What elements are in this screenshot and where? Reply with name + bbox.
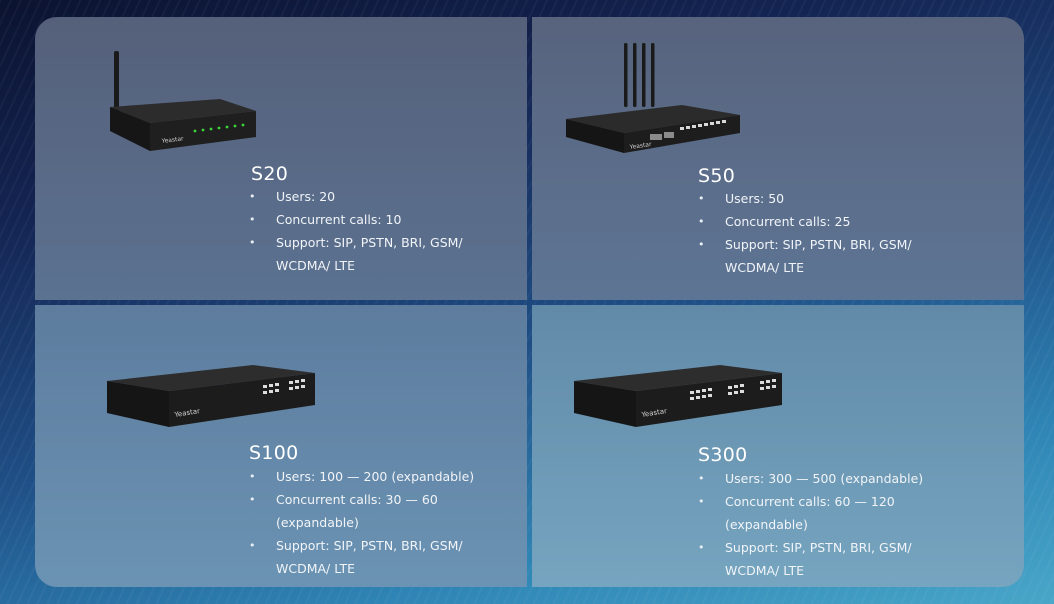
spec-item: Support: SIP, PSTN, BRI, GSM/ bbox=[698, 536, 923, 559]
s20-device-image: Yeastar bbox=[110, 51, 256, 151]
s300-device-image: Yeastar bbox=[574, 365, 782, 427]
spec-list: Users: 50 Concurrent calls: 25 Support: … bbox=[698, 187, 912, 279]
s50-device-image: Yeastar bbox=[566, 43, 740, 153]
product-grid: Yeastar S20 Users: 20 Concurrent calls: … bbox=[35, 17, 1024, 587]
spec-item: Support: SIP, PSTN, BRI, GSM/ bbox=[249, 231, 463, 254]
spec-item-continuation: WCDMA/ LTE bbox=[725, 563, 805, 578]
product-title: S50 bbox=[698, 165, 736, 187]
product-title: S100 bbox=[249, 442, 299, 464]
product-card-s100: Yeastar S100 Users: 100 — 200 (expandabl… bbox=[35, 305, 527, 587]
spec-item: Concurrent calls: 60 — 120 bbox=[698, 490, 923, 513]
spec-item-continuation: WCDMA/ LTE bbox=[725, 260, 805, 275]
spec-item: Users: 50 bbox=[698, 187, 912, 210]
s100-device-image: Yeastar bbox=[107, 365, 315, 427]
spec-item: Support: SIP, PSTN, BRI, GSM/ bbox=[249, 534, 474, 557]
product-card-s20: Yeastar S20 Users: 20 Concurrent calls: … bbox=[35, 17, 527, 300]
spec-item: Concurrent calls: 10 bbox=[249, 208, 463, 231]
spec-item-continuation: (expandable) bbox=[725, 517, 808, 532]
spec-item: Concurrent calls: 30 — 60 bbox=[249, 488, 474, 511]
spec-item-continuation: WCDMA/ LTE bbox=[276, 258, 356, 273]
spec-item: Users: 300 — 500 (expandable) bbox=[698, 467, 923, 490]
s50-brand-logo: Yeastar bbox=[628, 141, 652, 151]
spec-item: Concurrent calls: 25 bbox=[698, 210, 912, 233]
s20-brand-logo: Yeastar bbox=[160, 135, 184, 145]
spec-item-continuation: (expandable) bbox=[276, 515, 359, 530]
spec-item: Users: 20 bbox=[249, 185, 463, 208]
product-card-s300: Yeastar S300 Users: 300 — 500 (expandabl… bbox=[532, 305, 1024, 587]
spec-item: Users: 100 — 200 (expandable) bbox=[249, 465, 474, 488]
spec-list: Users: 300 — 500 (expandable) Concurrent… bbox=[698, 467, 923, 582]
product-title: S20 bbox=[251, 163, 289, 185]
spec-item-continuation: WCDMA/ LTE bbox=[276, 561, 356, 576]
product-title: S300 bbox=[698, 444, 748, 466]
product-card-s50: Yeastar S50 Users: 50 Concurrent calls: … bbox=[532, 17, 1024, 300]
spec-item: Support: SIP, PSTN, BRI, GSM/ bbox=[698, 233, 912, 256]
spec-list: Users: 100 — 200 (expandable) Concurrent… bbox=[249, 465, 474, 580]
spec-list: Users: 20 Concurrent calls: 10 Support: … bbox=[249, 185, 463, 277]
